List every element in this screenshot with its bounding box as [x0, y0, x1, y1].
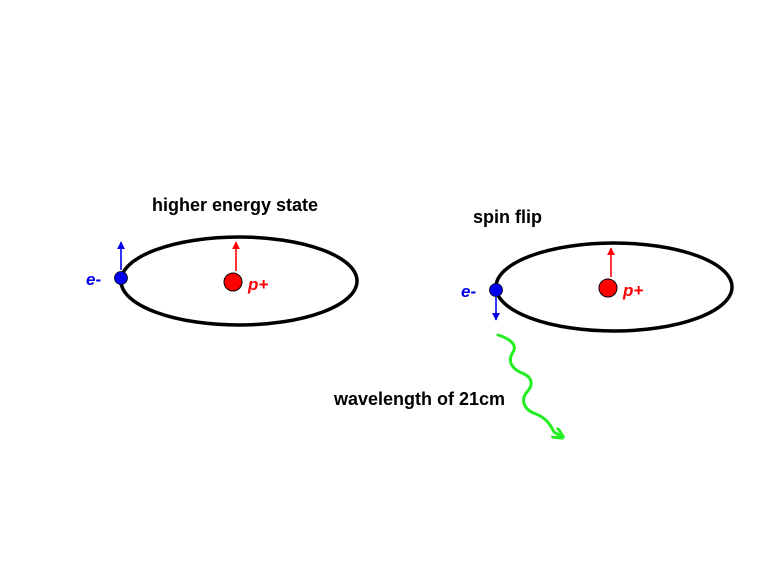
left-proton-label: p+: [247, 275, 268, 294]
right-proton: [598, 278, 618, 298]
photon-wave: [496, 333, 562, 437]
right-proton-label: p+: [622, 281, 643, 300]
left-electron-label: e-: [86, 270, 101, 289]
left-electron: [114, 271, 128, 285]
left-panel-title: higher energy state: [152, 195, 318, 215]
right-electron-label: e-: [461, 282, 476, 301]
photon-wavelength-label: wavelength of 21cm: [333, 389, 505, 409]
right-panel: spin flip p+ e-: [461, 207, 734, 333]
right-panel-title: spin flip: [473, 207, 542, 227]
photon-emission: wavelength of 21cm: [333, 333, 562, 437]
right-electron: [489, 283, 503, 297]
left-panel: higher energy state p+ e-: [86, 195, 359, 327]
left-proton: [223, 272, 243, 292]
